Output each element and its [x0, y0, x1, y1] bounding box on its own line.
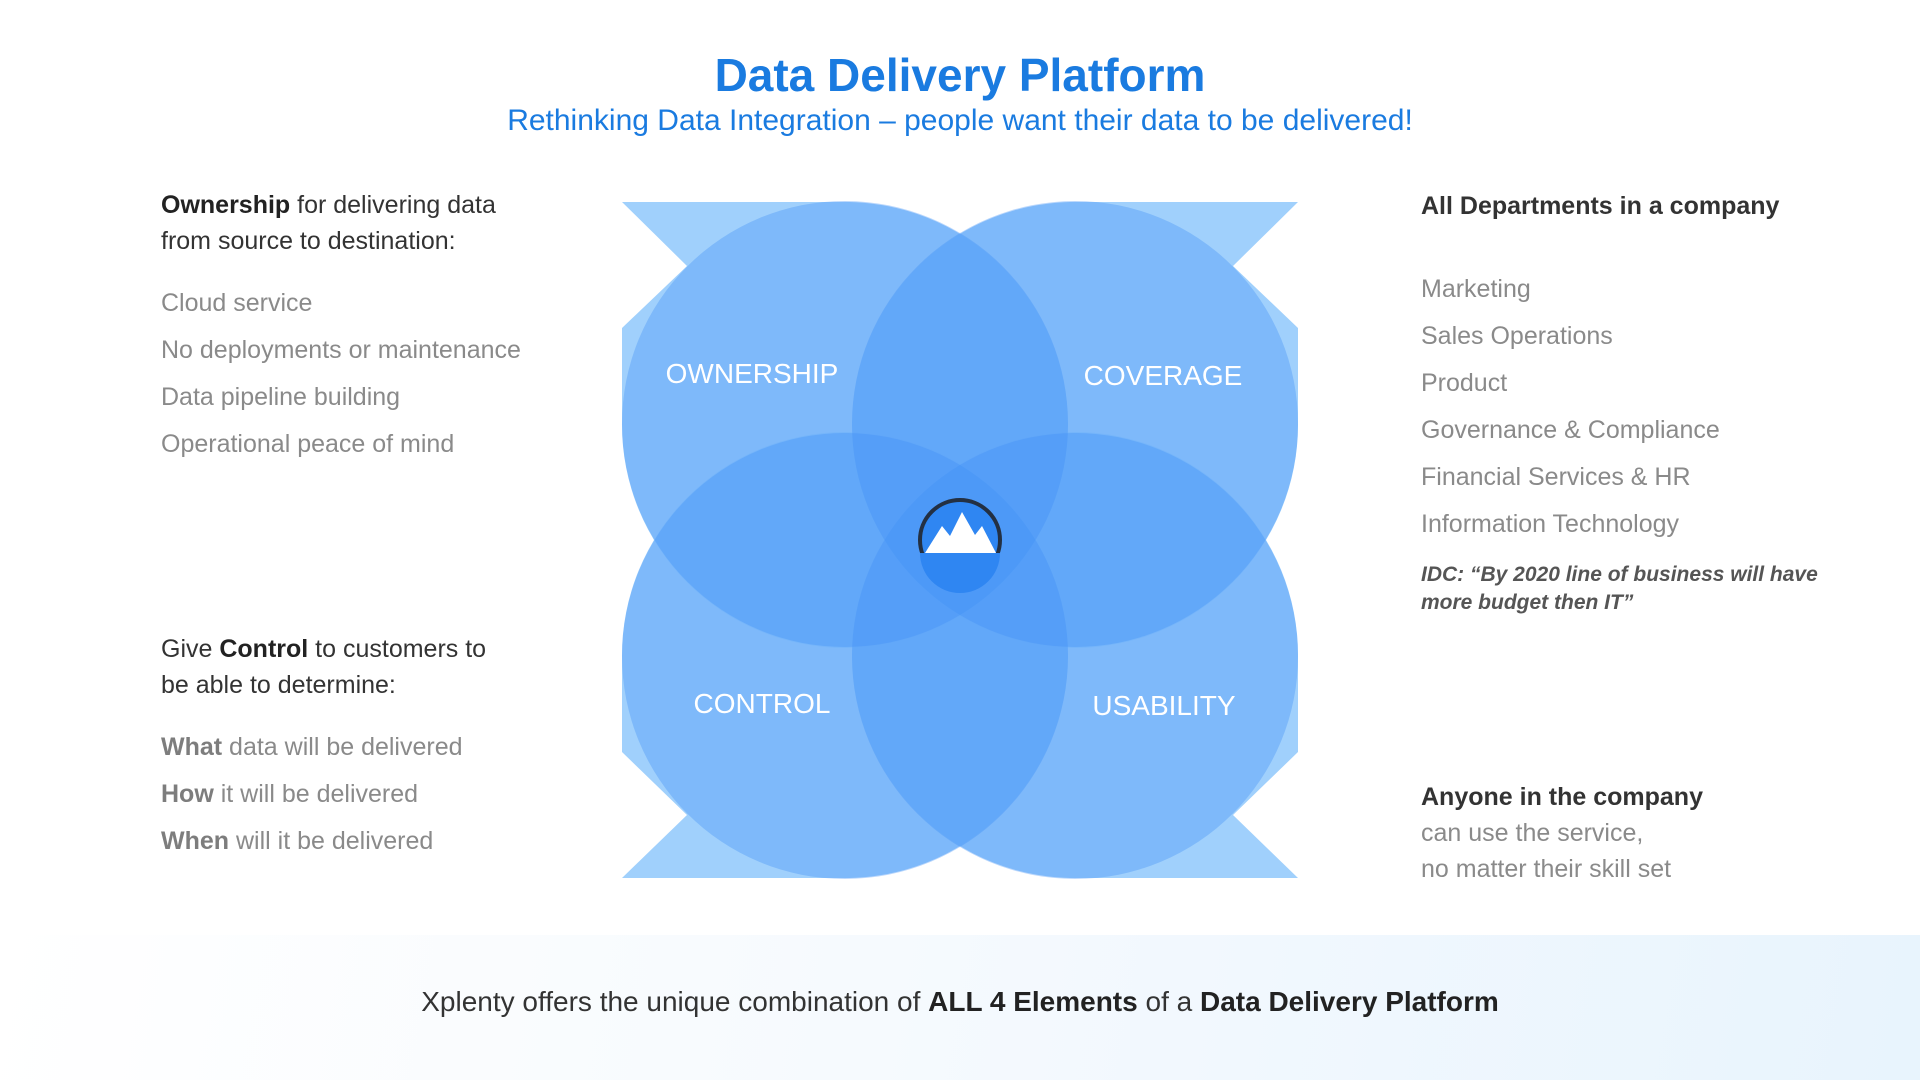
venn-diagram: OWNERSHIP COVERAGE CONTROL USABILITY: [621, 201, 1298, 879]
ownership-lead-line-2: from source to destination:: [161, 227, 456, 255]
departments-heading: All Departments in a company: [1421, 192, 1780, 220]
page-title: Data Delivery Platform: [714, 49, 1206, 101]
list-item: Marketing: [1421, 275, 1531, 303]
footer-bold-platform: Data Delivery Platform: [1199, 986, 1499, 1017]
list-item: Product: [1421, 369, 1508, 397]
list-item-bold: What: [161, 733, 223, 761]
list-item-bold: How: [161, 780, 214, 808]
idc-quote: IDC: “By 2020 line of business will have…: [1421, 561, 1901, 617]
ownership-list: Cloud service No deployments or maintena…: [161, 280, 581, 468]
ownership-lead-bold: Ownership: [161, 191, 291, 219]
mountain-logo-icon: [918, 498, 1002, 593]
list-item: No deployments or maintenance: [161, 336, 521, 364]
list-item: Governance & Compliance: [1421, 416, 1720, 444]
control-lead: Give Control to customers to be able to …: [161, 631, 581, 703]
control-lead-pre: Give: [161, 635, 220, 663]
departments-section: All Departments in a company Marketing S…: [1421, 188, 1901, 617]
list-item: Financial Services & HR: [1421, 463, 1691, 491]
list-item: When will it be delivered: [161, 818, 581, 865]
control-section: Give Control to customers to be able to …: [161, 631, 581, 865]
list-item: Sales Operations: [1421, 322, 1613, 350]
control-lead-rest: to customers to: [308, 635, 487, 663]
list-item: Cloud service: [161, 289, 313, 317]
list-item-text: will it be delivered: [229, 827, 434, 855]
list-item: Operational peace of mind: [161, 430, 455, 458]
idc-quote-line-1: IDC: “By 2020 line of business will have: [1421, 563, 1818, 586]
control-list: What data will be delivered How it will …: [161, 724, 581, 865]
list-item: Information Technology: [1421, 510, 1680, 538]
anyone-heading: Anyone in the company: [1421, 783, 1703, 811]
coverage-label: COVERAGE: [1084, 360, 1243, 391]
list-item: How it will be delivered: [161, 771, 581, 818]
ownership-label: OWNERSHIP: [666, 358, 839, 389]
departments-list: Marketing Sales Operations Product Gover…: [1421, 266, 1901, 548]
list-item-text: it will be delivered: [213, 780, 419, 808]
usability-label: USABILITY: [1092, 690, 1235, 721]
control-lead-bold: Control: [219, 635, 309, 663]
footer-text: Xplenty offers the unique combination of…: [0, 986, 1920, 1018]
list-item-bold: When: [161, 827, 230, 855]
footer-bold-elements: ALL 4 Elements: [928, 986, 1138, 1017]
footer-pre: Xplenty offers the unique combination of: [421, 986, 929, 1017]
list-item: Data pipeline building: [161, 383, 401, 411]
control-lead-line-2: be able to determine:: [161, 671, 396, 699]
list-item-text: data will be delivered: [222, 733, 463, 761]
overlap-regions: [622, 201, 1298, 879]
ownership-section: Ownership for delivering data from sourc…: [161, 187, 581, 468]
anyone-section: Anyone in the company can use the servic…: [1421, 779, 1901, 887]
page-subtitle: Rethinking Data Integration – people wan…: [507, 104, 1413, 137]
ownership-lead: Ownership for delivering data from sourc…: [161, 187, 581, 259]
footer-banner: [0, 935, 1920, 1080]
anyone-line-2: no matter their skill set: [1421, 855, 1672, 883]
list-item: What data will be delivered: [161, 724, 581, 771]
ownership-lead-rest: for delivering data: [290, 191, 496, 219]
control-label: CONTROL: [694, 688, 831, 719]
idc-quote-line-2: more budget then IT”: [1421, 591, 1634, 614]
footer-mid: of a: [1137, 986, 1200, 1017]
anyone-line-1: can use the service,: [1421, 819, 1644, 847]
